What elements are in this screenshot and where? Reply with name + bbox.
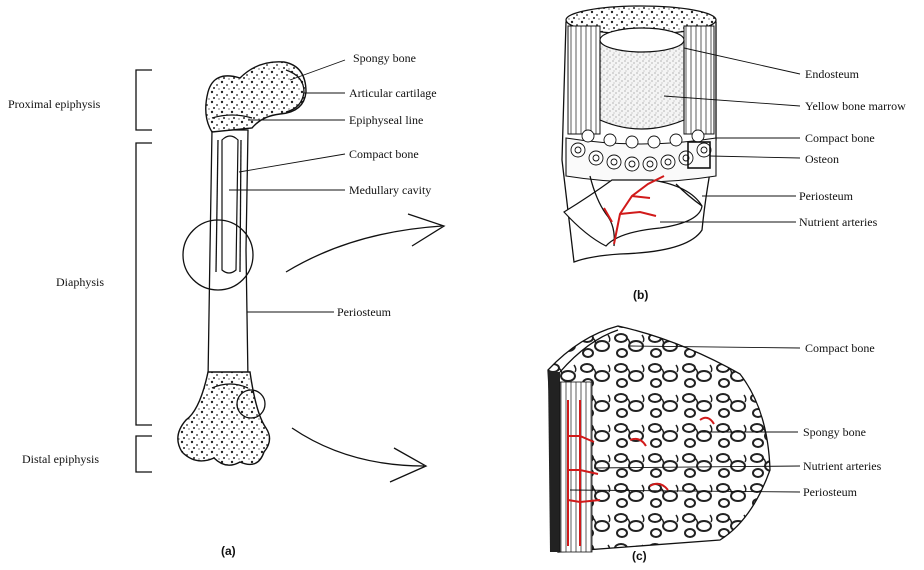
- arrow-to-panel-c: [292, 428, 424, 466]
- endosteum-surface: [600, 28, 684, 52]
- proximal-epiphysis-label: Proximal epiphysis: [8, 97, 101, 111]
- periosteum-strip-c: [548, 372, 560, 552]
- yellow-bone-marrow: [600, 40, 684, 129]
- nutrient-arteries-label-c: Nutrient arteries: [803, 459, 882, 473]
- epiphyseal-line-label: Epiphyseal line: [349, 113, 423, 127]
- panel-c-spongy-bone-block: Compact bone Spongy bone Nutrient arteri…: [548, 326, 882, 563]
- periosteum-label-a: Periosteum: [337, 305, 392, 319]
- panel-b-diaphysis-section: Endosteum Yellow bone marrow Compact bon…: [562, 6, 906, 302]
- panel-c-caption: (c): [632, 549, 647, 563]
- compact-bone-label-b: Compact bone: [805, 131, 875, 145]
- compact-bone-band: [566, 138, 716, 182]
- medullary-cavity: [222, 136, 238, 273]
- periosteum-label-b: Periosteum: [799, 189, 854, 203]
- compact-layer-c: [560, 382, 592, 552]
- spongy-bone-label-a: Spongy bone: [353, 51, 416, 65]
- arrow-to-panel-b: [286, 226, 442, 272]
- compact-bone-label-c: Compact bone: [805, 341, 875, 355]
- compact-bone-label-a: Compact bone: [349, 147, 419, 161]
- osteon-label: Osteon: [805, 152, 839, 166]
- medullary-cavity-label: Medullary cavity: [349, 183, 431, 197]
- yellow-bone-marrow-label: Yellow bone marrow: [805, 99, 906, 113]
- distal-epiphysis-bracket: [136, 436, 152, 472]
- periosteum-label-c: Periosteum: [803, 485, 858, 499]
- proximal-epiphysis-bracket: [136, 70, 152, 130]
- articular-cartilage-label: Articular cartilage: [349, 86, 437, 100]
- diaphysis-label: Diaphysis: [56, 275, 104, 289]
- distal-epiphysis-label: Distal epiphysis: [22, 452, 99, 466]
- nutrient-arteries-label-b: Nutrient arteries: [799, 215, 878, 229]
- distal-epiphysis-condyles: [178, 372, 270, 465]
- endosteum-label: Endosteum: [805, 67, 860, 81]
- panel-a-long-bone: Proximal epiphysis Diaphysis Distal epip…: [8, 51, 444, 558]
- compact-columns-left: [568, 26, 600, 134]
- panel-a-caption: (a): [221, 544, 236, 558]
- compact-columns-right: [684, 26, 714, 134]
- diaphysis-bracket: [136, 143, 152, 425]
- panel-b-caption: (b): [633, 288, 648, 302]
- spongy-bone-label-c: Spongy bone: [803, 425, 866, 439]
